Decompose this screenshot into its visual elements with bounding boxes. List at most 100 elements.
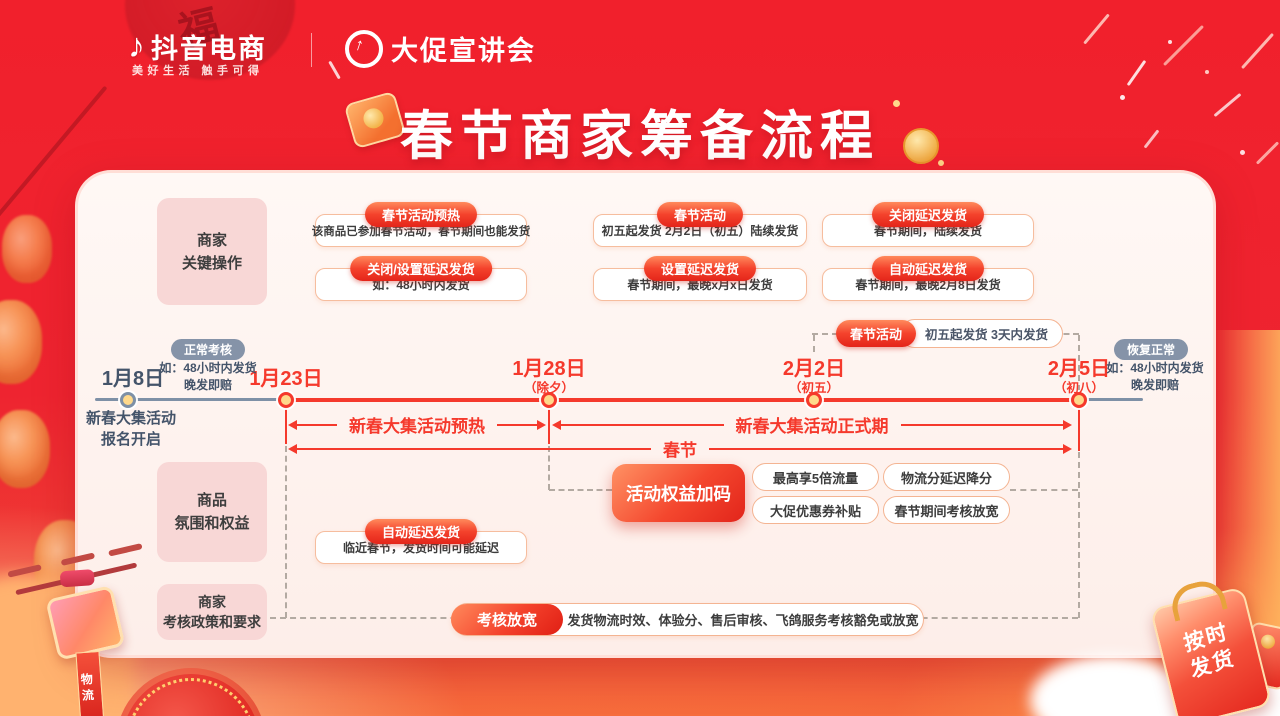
date-main: 2月5日 (1047, 358, 1111, 380)
dashed-connector (547, 446, 550, 490)
benefit-card-badge: 自动延迟发货 (364, 519, 478, 544)
drone-propeller (7, 564, 42, 578)
ops-card-badge: 春节活动 (656, 202, 744, 227)
spark-dot-decor (893, 100, 900, 107)
dashed-connector (1010, 489, 1078, 491)
benefit-pill: 春节期间考核放宽 (883, 496, 1010, 524)
note-line: 如：48小时内发货 (159, 361, 257, 375)
benefit-card: 自动延迟发货 临近春节，发货时间可能延迟 (315, 519, 527, 564)
event-ring-icon (345, 29, 383, 68)
benefit-boost-box: 活动权益加码 (612, 464, 745, 522)
timeline-tick (120, 392, 136, 408)
lantern-decor (0, 410, 50, 488)
dashed-connector (813, 335, 815, 352)
drone-gift-box (45, 584, 126, 661)
ops-card-badge: 关闭延迟发货 (871, 202, 985, 227)
spark-dot-decor (1205, 70, 1209, 74)
bag-text: 按时 发货 (1159, 612, 1260, 691)
arrowhead-right (1063, 419, 1072, 430)
brand-logo: ♪ 抖音电商 (128, 27, 267, 66)
arrow-label: 新春大集活动预热 (349, 417, 485, 436)
ops-card: 春节活动预热 该商品已参加春节活动，春节期间也能发货 (312, 202, 530, 247)
section-label-line: 关键操作 (181, 254, 242, 272)
event-name: 大促宣讲会 (391, 36, 536, 66)
spring-activity-text: 初五起发货 3天内发货 (900, 319, 1063, 348)
spring-activity-pill: 春节活动 初五起发货 3天内发货 (836, 319, 1063, 348)
drone-body (59, 569, 95, 588)
ops-card-badge: 春节活动预热 (364, 202, 478, 227)
ops-card-text: 春节期间，最晚x月x日发货 (627, 278, 773, 292)
benefit-card-text: 临近春节，发货时间可能延迟 (342, 541, 499, 555)
timeline-date: 1月28日 （除夕） (512, 352, 585, 396)
date-sub: （初八） (1053, 381, 1104, 395)
timeline-segment-gray (1079, 398, 1143, 401)
section-label-product-benefit: 商品 氛围和权益 (157, 462, 267, 562)
date-main: 1月23日 (249, 368, 323, 390)
label-line: 报名开启 (100, 431, 162, 448)
firework-spark-decor (1126, 59, 1147, 87)
date-main: 1月28日 (512, 358, 586, 380)
ops-card: 自动延迟发货 春节期间，最晚2月8日发货 (822, 256, 1034, 301)
timeline-tick (541, 392, 557, 408)
spark-dot-decor (1240, 150, 1245, 155)
normal-review-note: 如：48小时内发货 晚发即赔 (159, 360, 256, 394)
firework-spark-decor (1240, 32, 1275, 70)
firework-spark-decor (1083, 13, 1110, 45)
date-sub: （除夕） (523, 381, 574, 395)
note-line: 如：48小时内发货 (1106, 361, 1204, 375)
date-sub: （初五） (788, 381, 839, 395)
timeline-tick (278, 392, 294, 408)
firework-spark-decor (328, 60, 341, 80)
spark-dot-decor (1168, 40, 1172, 44)
ops-card-badge: 关闭/设置延迟发货 (350, 256, 492, 281)
ops-card-text: 春节期间，最晚2月8日发货 (855, 278, 1001, 292)
ops-card-badge: 设置延迟发货 (643, 256, 757, 281)
ops-card: 春节活动 初五起发货 2月2日（初五）陆续发货 (593, 202, 807, 247)
note-line: 晚发即赔 (183, 378, 233, 392)
ops-card-text: 该商品已参加春节活动，春节期间也能发货 (311, 225, 531, 238)
ops-card: 关闭/设置延迟发货 如：48小时内发货 (315, 256, 527, 301)
date-main: 1月8日 (101, 368, 165, 390)
ops-card-text: 初五起发货 2月2日（初五）陆续发货 (601, 224, 799, 238)
section-label-line: 氛围和权益 (174, 515, 250, 532)
ops-card-text: 如：48小时内发货 (372, 278, 470, 292)
spring-activity-badge: 春节活动 (836, 320, 917, 347)
benefit-pill: 最高享5倍流量 (752, 463, 879, 491)
signup-start-label: 新春大集活动 报名开启 (86, 408, 176, 450)
arrowhead-right (537, 419, 546, 430)
normal-review-badge: 正常考核 (170, 339, 246, 360)
section-label-line: 考核政策和要求 (163, 614, 261, 630)
policy-badge: 考核放宽 (451, 603, 564, 635)
arrow-label: 新春大集活动正式期 (735, 417, 889, 436)
event-logo: 大促宣讲会 (345, 29, 536, 68)
brand-tagline: 美好生活 触手可得 (132, 65, 264, 77)
brand-name: 抖音电商 (151, 34, 267, 64)
arrowhead-left (552, 419, 561, 430)
lantern-decor (0, 300, 42, 384)
arrow-spring-festival: 春节 (288, 436, 1072, 461)
timeline-drop-line (284, 403, 287, 444)
section-label-line: 商家 (196, 231, 227, 249)
note-line: 晚发即赔 (1130, 378, 1180, 392)
policy-text: 发货物流时效、体验分、售后审核、飞鸽服务考核豁免或放宽 (567, 613, 919, 628)
spark-dot-decor (938, 160, 944, 166)
header-divider (311, 33, 312, 67)
ops-card: 关闭延迟发货 春节期间，陆续发货 (822, 202, 1034, 247)
date-main: 2月2日 (782, 358, 846, 380)
spark-dot-decor (1120, 95, 1125, 100)
label-line: 新春大集活动 (85, 410, 177, 427)
ops-card: 设置延迟发货 春节期间，最晚x月x日发货 (593, 256, 807, 301)
timeline-tick (806, 392, 822, 408)
timeline-segment-gray (95, 398, 286, 401)
arrow-preheat: 新春大集活动预热 (288, 412, 546, 437)
drone-propeller (60, 552, 96, 566)
delivery-drone-decor: 物流 (7, 543, 153, 716)
dashed-connector (812, 333, 838, 335)
section-label-line: 商品 (196, 492, 227, 509)
firework-spark-decor (1162, 24, 1205, 67)
timeline-date: 1月23日 (249, 362, 322, 391)
section-label-merchant-ops: 商家 关键操作 (157, 198, 267, 305)
benefit-pill: 物流分延迟降分 (883, 463, 1010, 491)
timeline-drop-line (547, 403, 550, 444)
timeline-drop-line (1077, 403, 1080, 451)
